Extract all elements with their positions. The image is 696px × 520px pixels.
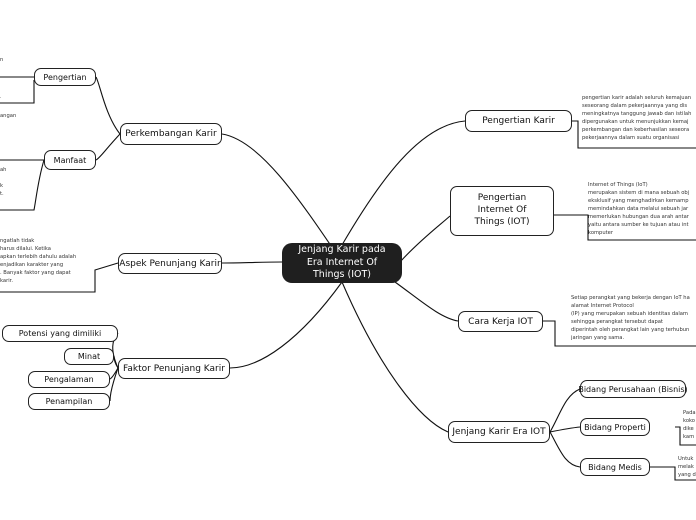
central-topic[interactable]: Jenjang Karir pada Era Internet Of Thing… [282,243,402,283]
pengertian-karir-note: pengertian karir adalah seluruh kemajuan… [582,95,692,141]
subtopic-manfaat-label: Manfaat [53,155,87,165]
topic-aspek-penunjang-karir[interactable]: Aspek Penunjang Karir [118,253,222,274]
pengertian-note-top: n i. ai [0,57,4,98]
faktor-item-minat-label: Minat [77,352,101,361]
faktor-item-penampilan-label: Penampilan [45,397,93,406]
subtopic-bidang-bisnis-label: Bidang Perusahaan (Bisnis) [578,384,688,394]
subtopic-bidang-medis-label: Bidang Medis [588,462,642,472]
topic-perkembangan-karir[interactable]: Perkembangan Karir [120,123,222,145]
topic-pengertian-karir[interactable]: Pengertian Karir [465,110,572,132]
pengertian-iot-note: Internet of Things (IoT) merupakan siste… [588,182,690,236]
subtopic-bidang-medis[interactable]: Bidang Medis [580,458,650,476]
manfaat-note: ah k t. [0,167,7,197]
faktor-item-minat[interactable]: Minat [64,348,114,365]
topic-cara-kerja-iot[interactable]: Cara Kerja IOT [458,311,543,332]
subtopic-pengertian-label: Pengertian [43,72,87,82]
faktor-item-penampilan[interactable]: Penampilan [28,393,110,410]
pengertian-note-bottom: angan [0,113,17,119]
aspek-note: ngatlah tidak harus dilalui. Ketika apka… [0,238,77,284]
topic-aspek-penunjang-karir-label: Aspek Penunjang Karir [119,258,221,269]
topic-faktor-penunjang-karir-label: Faktor Penunjang Karir [123,363,225,374]
medis-note: Untuk melak yang d [678,456,696,478]
topic-pengertian-iot[interactable]: Pengertian Internet Of Things (IOT) [450,186,554,236]
topic-jenjang-karir-era-iot-label: Jenjang Karir Era IOT [452,427,546,437]
topic-faktor-penunjang-karir[interactable]: Faktor Penunjang Karir [118,358,230,379]
cara-kerja-note: Setiap perangkat yang bekerja dengan IoT… [571,295,690,341]
topic-perkembangan-karir-label: Perkembangan Karir [125,129,217,139]
subtopic-bidang-properti[interactable]: Bidang Properti [580,418,650,436]
topic-pengertian-karir-label: Pengertian Karir [482,116,555,126]
subtopic-bidang-bisnis[interactable]: Bidang Perusahaan (Bisnis) [578,380,688,398]
central-topic-label: Jenjang Karir pada Era Internet Of Thing… [298,243,386,281]
subtopic-bidang-properti-label: Bidang Properti [584,422,646,432]
faktor-item-potensi[interactable]: Potensi yang dimiliki [2,325,118,342]
subtopic-pengertian[interactable]: Pengertian [34,68,96,86]
topic-pengertian-iot-label: Pengertian Internet Of Things (IOT) [474,193,530,227]
topic-cara-kerja-iot-label: Cara Kerja IOT [468,316,533,327]
faktor-item-pengalaman-label: Pengalaman [44,375,94,384]
properti-note: Pada koko dike kam [683,410,696,440]
subtopic-manfaat[interactable]: Manfaat [44,150,96,170]
faktor-item-potensi-label: Potensi yang dimiliki [18,329,102,338]
topic-jenjang-karir-era-iot[interactable]: Jenjang Karir Era IOT [448,421,550,443]
faktor-item-pengalaman[interactable]: Pengalaman [28,371,110,388]
